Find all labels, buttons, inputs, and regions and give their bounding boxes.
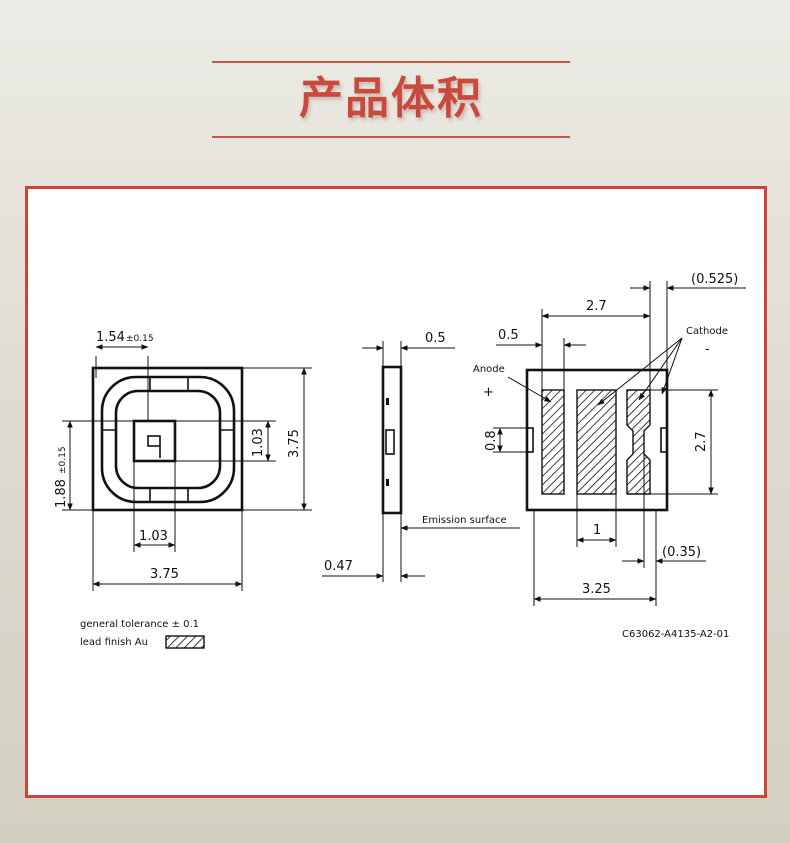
- dim-0-8: 0.8: [484, 430, 499, 451]
- dim-3-75-vertical: 3.75: [287, 429, 302, 458]
- top-view: 1.54 ±0.15 1.88 ±0.15 1.03 3.75 1.03 3.7…: [54, 330, 312, 591]
- top-view-ring-notches: [102, 377, 234, 502]
- side-view: 0.5 Emission surface 0.47: [322, 331, 520, 582]
- anode-label: Anode: [473, 364, 505, 375]
- dim-1-03-horizontal: 1.03: [139, 529, 168, 544]
- top-view-chip: [132, 419, 177, 463]
- dim-1: 1: [593, 523, 601, 538]
- top-view-ring-inner: [114, 389, 222, 490]
- dim-0-5-pad: 0.5: [498, 328, 519, 343]
- top-view-bondpad: [147, 435, 161, 447]
- emission-surface-label: Emission surface: [422, 515, 507, 526]
- top-view-ring-outer: [100, 375, 236, 504]
- cathode-sign: -: [705, 342, 710, 357]
- title-rule-top: [212, 61, 570, 63]
- lead-finish-swatch: [165, 635, 205, 649]
- anode-pad: [541, 389, 565, 495]
- dim-1-54-tol: ±0.15: [126, 334, 154, 344]
- lead-finish-note: lead finish Au: [80, 637, 148, 648]
- dim-0-35: (0.35): [662, 545, 701, 560]
- dim-2-7-right: 2.7: [694, 431, 709, 452]
- tolerance-note: general tolerance ± 0.1: [80, 619, 199, 630]
- dim-1-88-tol: ±0.15: [58, 446, 68, 474]
- dim-2-7-top: 2.7: [586, 299, 607, 314]
- center-pad: [576, 389, 617, 495]
- title-rule-bottom: [212, 136, 570, 138]
- dim-0-525: (0.525): [691, 272, 738, 287]
- cathode-label: Cathode: [686, 326, 728, 337]
- dim-1-88: 1.88: [54, 479, 69, 508]
- part-code: C63062-A4135-A2-01: [622, 629, 729, 640]
- top-view-body: [91, 366, 244, 512]
- dim-3-75-horizontal: 3.75: [150, 567, 179, 582]
- cathode-pad: [626, 389, 651, 495]
- dim-1-54: 1.54: [96, 330, 125, 345]
- dim-1-03-vertical: 1.03: [251, 428, 266, 457]
- dim-0-5-side: 0.5: [425, 331, 446, 346]
- dim-3-25: 3.25: [582, 582, 611, 597]
- anode-sign: +: [483, 385, 494, 400]
- page-title: 产品体积: [299, 73, 483, 124]
- bottom-view: (0.525) 2.7 0.5 Cathode - Anode + 0.8 2.…: [473, 272, 746, 606]
- side-view-body: [381, 365, 403, 515]
- dim-0-47: 0.47: [324, 559, 353, 574]
